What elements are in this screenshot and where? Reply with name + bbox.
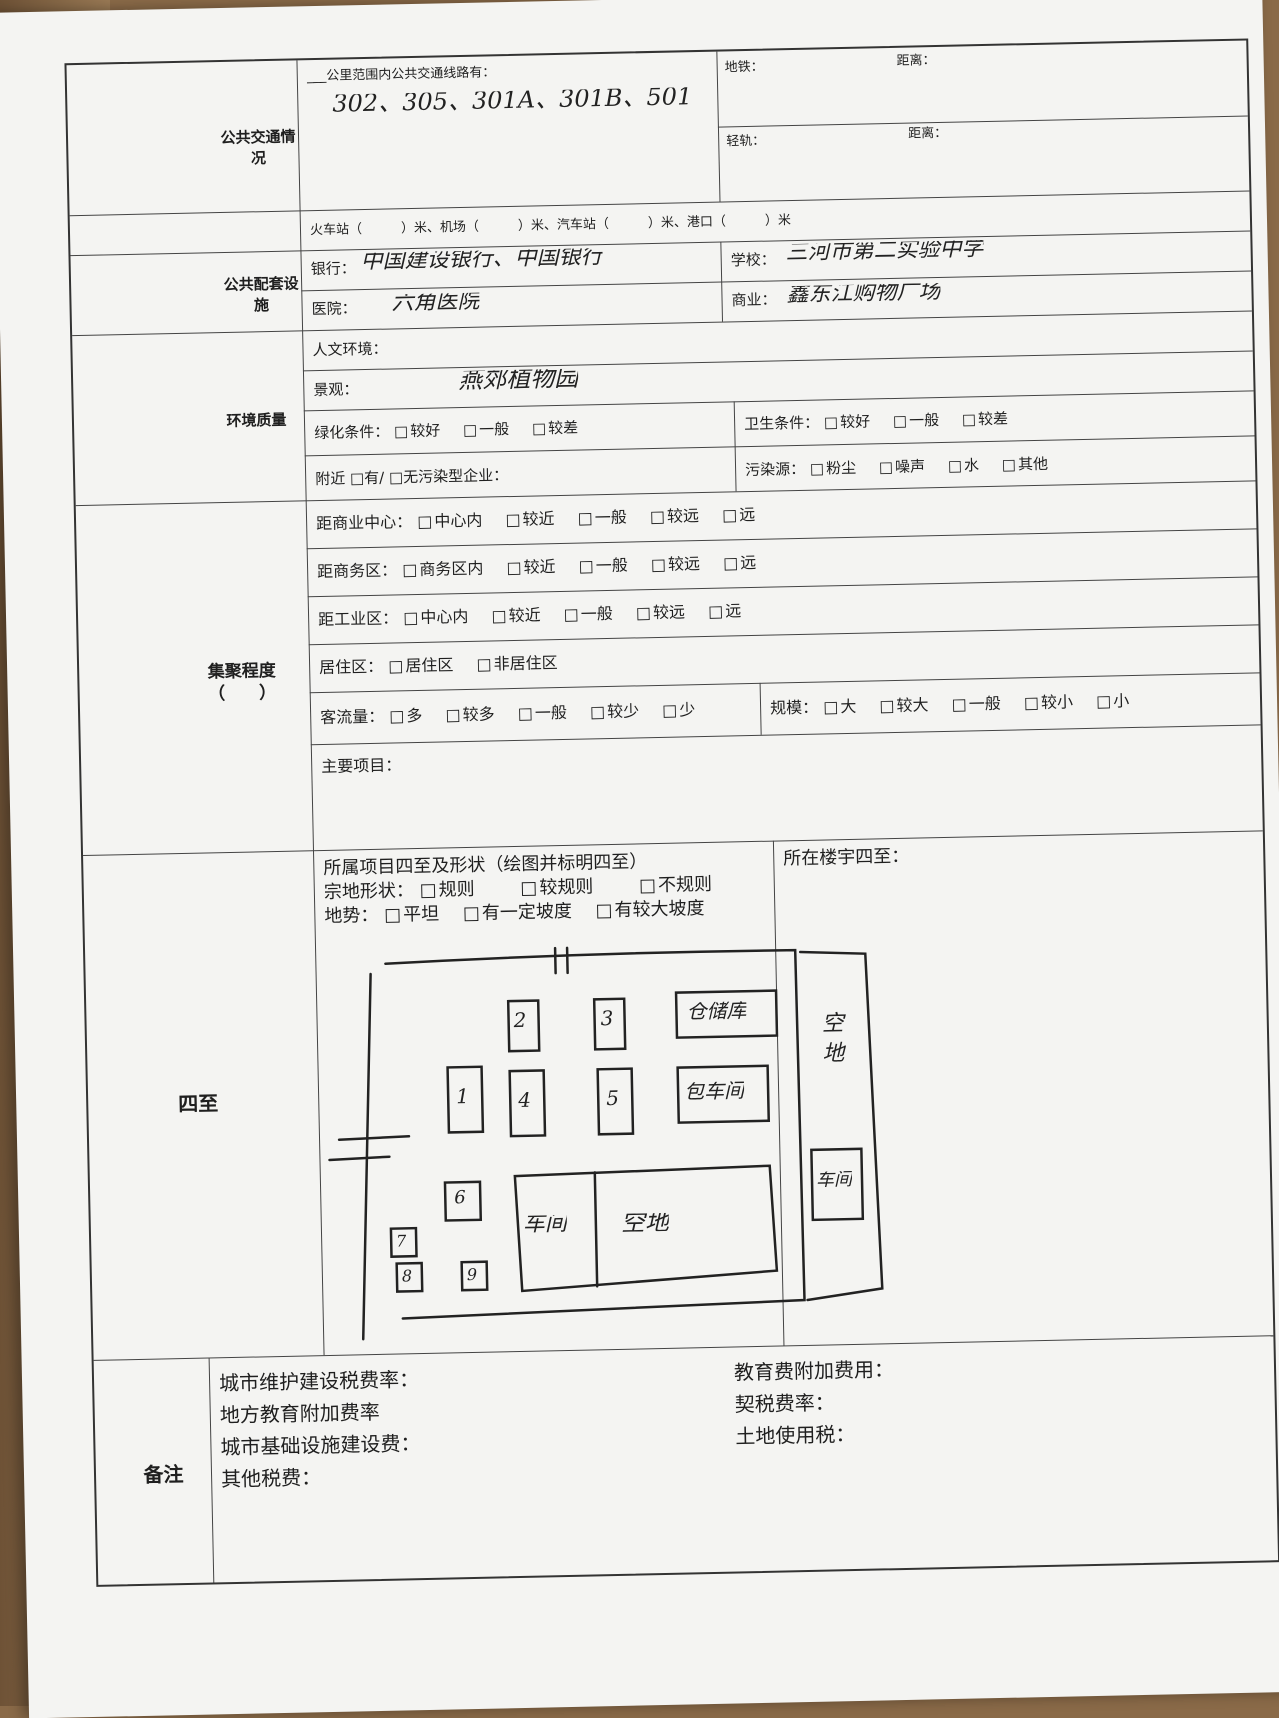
site-outline — [384, 948, 806, 1320]
building-outline — [592, 997, 627, 1051]
car-workshop-outline — [513, 1164, 779, 1293]
building-outline — [506, 999, 541, 1053]
building-outline — [596, 1067, 635, 1136]
building-outline — [508, 1069, 547, 1138]
sketch-building-2: 2 — [513, 1010, 527, 1030]
remark-deed-tax: 契税费率： — [734, 1390, 835, 1417]
sketch-empty-land: 空地 — [620, 1212, 670, 1232]
sketch-workshop: 包车间 — [683, 1081, 745, 1101]
sketch-building-3: 3 — [600, 1008, 614, 1028]
building-outline — [446, 1065, 485, 1134]
building-outline — [395, 1261, 424, 1293]
sketch-building-1: 1 — [455, 1087, 470, 1106]
boundary-marks — [553, 946, 569, 975]
sketch-building-9: 9 — [466, 1265, 478, 1285]
building-outline — [460, 1260, 489, 1292]
survey-form: 公共交通情况 ___公里范围内公共交通线路有： 302、305、301A、301… — [64, 38, 1279, 1587]
workshop-outline — [676, 1064, 771, 1124]
remarks-label: 备注 — [143, 1462, 184, 1487]
remark-local-education: 地方教育附加费率 — [219, 1399, 381, 1428]
sketch-side-workshop: 车间 — [815, 1171, 853, 1190]
remark-education-surcharge: 教育费附加费用： — [733, 1357, 895, 1385]
sketch-car-workshop: 车间 — [522, 1214, 568, 1234]
remark-land-use-tax: 土地使用税： — [735, 1422, 856, 1449]
remark-other-taxes: 其他税费： — [220, 1465, 322, 1492]
sketch-building-6: 6 — [454, 1189, 466, 1208]
building-outline — [389, 1226, 418, 1258]
boundary-marks — [328, 1135, 411, 1162]
sketch-building-4: 4 — [518, 1090, 532, 1109]
side-workshop-outline — [810, 1147, 865, 1222]
sketch-side-empty: 空地 — [821, 1011, 845, 1067]
sketch-building-8: 8 — [401, 1267, 413, 1286]
sketch-building-7: 7 — [396, 1232, 407, 1251]
remark-infrastructure-fee: 城市基础设施建设费： — [220, 1431, 421, 1460]
side-strip-outline — [798, 950, 884, 1302]
sketch-building-5: 5 — [606, 1088, 620, 1108]
warehouse-outline — [674, 989, 779, 1039]
site-sketch — [328, 946, 884, 1341]
building-outline — [443, 1180, 483, 1222]
sketch-warehouse: 仓储库 — [686, 1001, 747, 1021]
remark-urban-tax: 城市维护建设税费率： — [218, 1367, 420, 1396]
car-workshop-divider — [593, 1171, 599, 1288]
